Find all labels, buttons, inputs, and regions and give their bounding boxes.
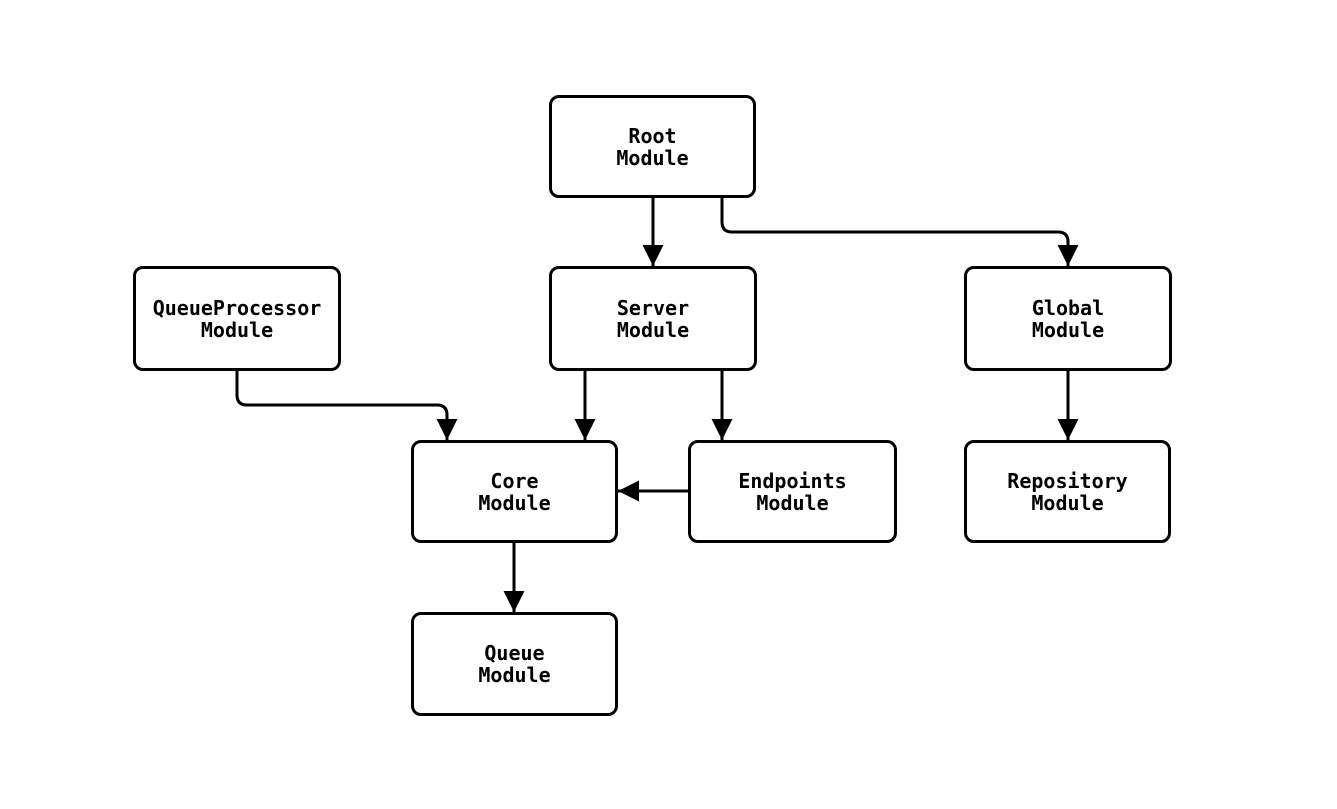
edge-root-to-global — [720, 198, 1079, 266]
node-label-line: Repository — [1007, 468, 1128, 493]
edges-group — [235, 198, 1079, 612]
node-label-line: Module — [756, 490, 829, 515]
edge-queueprocessor-to-core — [235, 371, 458, 440]
node-label-line: Root — [628, 123, 677, 148]
node-label-line: Queue — [484, 641, 545, 665]
node-label-line: Module — [200, 317, 274, 342]
node-label-line: Module — [1031, 317, 1105, 342]
node-label-line: Module — [616, 317, 690, 342]
node-label-line: Module — [1031, 490, 1104, 515]
node-label-line: Module — [616, 145, 689, 170]
node-label-line: Core — [490, 468, 539, 493]
node-label-line: Module — [478, 663, 551, 687]
node-label-line: Module — [478, 490, 551, 515]
node-label-line: Global — [1031, 295, 1105, 320]
node-label-line: Server — [616, 295, 690, 320]
node-label-line: QueueProcessor — [152, 295, 322, 320]
node-label-line: Endpoints — [738, 468, 847, 493]
